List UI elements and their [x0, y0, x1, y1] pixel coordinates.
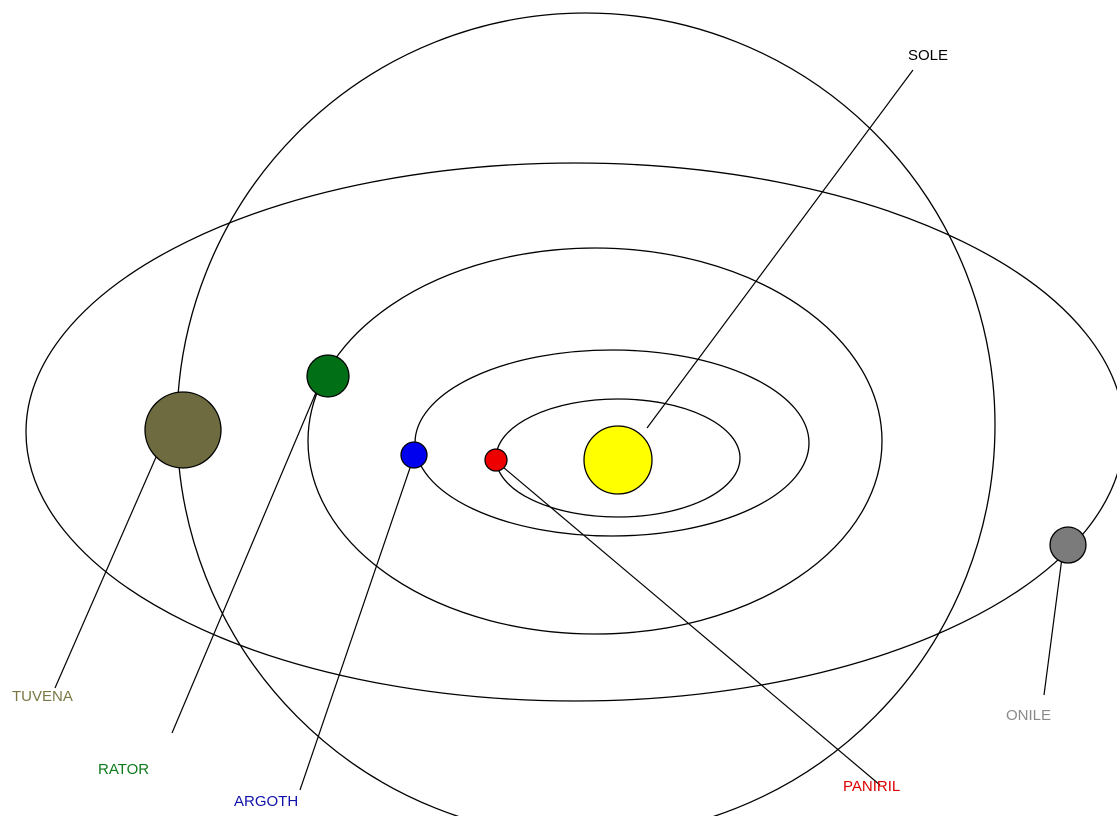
leader-line-argoth [299, 464, 412, 791]
leader-line-rator [171, 382, 321, 734]
orbit-rator [307, 247, 883, 635]
label-rator: RATOR [98, 761, 149, 778]
leader-line-onile [1043, 549, 1064, 696]
leader-line-tuvena [54, 447, 161, 689]
label-tuvena: TUVENA [12, 688, 73, 705]
planet-argoth [400, 441, 428, 469]
label-paniril: PANIRIL [843, 778, 900, 795]
planet-tuvena [144, 391, 222, 469]
planet-onile [1049, 526, 1087, 564]
orbit-tuvena [176, 12, 996, 816]
orbit-onile [25, 162, 1117, 702]
leader-line-paniril [496, 461, 881, 786]
leader-line-sole [646, 69, 914, 429]
label-sole: SOLE [908, 47, 948, 64]
planet-paniril [484, 448, 508, 472]
sun-sole [583, 425, 653, 495]
planet-rator [306, 354, 350, 398]
label-onile: ONILE [1006, 707, 1051, 724]
label-argoth: ARGOTH [234, 793, 298, 810]
